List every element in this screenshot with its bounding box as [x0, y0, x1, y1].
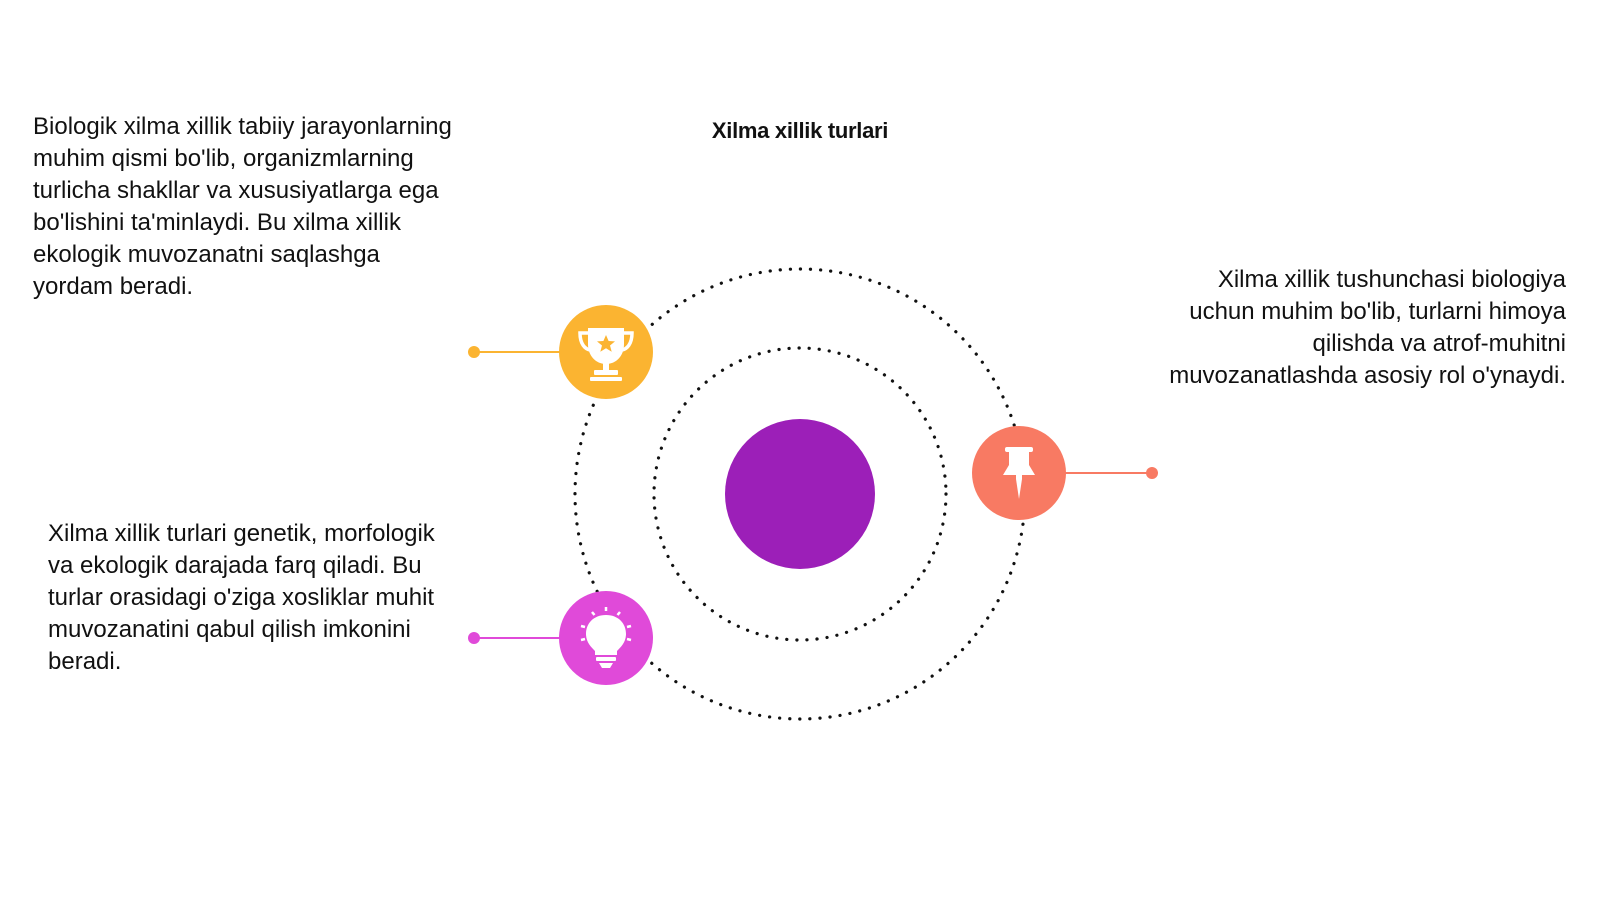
bulb-connector [468, 632, 565, 644]
pin-connector [1060, 467, 1158, 479]
trophy-node [559, 305, 653, 399]
pin-icon [1003, 447, 1035, 499]
inner-orbit [652, 346, 948, 642]
trophy-icon [578, 328, 634, 381]
trophy-description: Biologik xilma xillik tabiiy jarayonlarn… [33, 113, 452, 300]
diagram-title: Xilma xillik turlari [711, 118, 889, 143]
center-circle [725, 419, 875, 569]
pin-description: Xilma xillik tushunchasi biologiya uchun… [1169, 266, 1566, 389]
pin-node [972, 426, 1066, 520]
trophy-connector [468, 346, 565, 358]
bulb-description: Xilma xillik turlari genetik, morfologik… [48, 520, 435, 675]
bulb-node [559, 591, 653, 685]
lightbulb-icon [580, 607, 632, 668]
